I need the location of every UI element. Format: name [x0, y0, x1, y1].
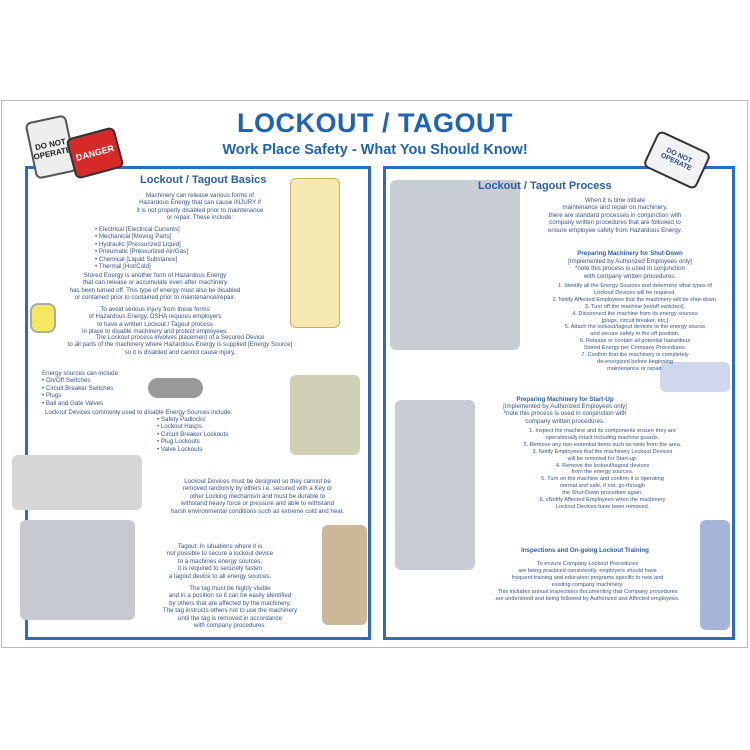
- training-text: To ensure Company Lockout Procedures are…: [495, 561, 680, 602]
- training-heading: Inspections and On-going Lockout Trainin…: [521, 547, 649, 554]
- stored-energy-text: Stored Energy is another form of Hazardo…: [69, 272, 241, 302]
- lockout-process-text: The Lockout process involves placement o…: [67, 334, 293, 356]
- basics-heading: Lockout / Tagout Basics: [140, 174, 267, 186]
- page-title: LOCKOUT / TAGOUT: [237, 108, 513, 138]
- trainer-clipboard-illustration: [700, 520, 730, 630]
- osha-text: To avoid serious injury from these forms…: [82, 306, 228, 336]
- startup-steps: 1. Inspect the machine and its component…: [523, 428, 682, 510]
- shutdown-note: [Implemented by Authorized Employees onl…: [568, 258, 692, 280]
- startup-heading: Preparing Machinery for Start-Up: [516, 396, 614, 403]
- valve-illustration: [148, 378, 203, 398]
- process-heading: Lockout / Tagout Process: [478, 180, 612, 192]
- devices-list: • Safety Padlocks • Lockout Hasps • Circ…: [157, 416, 229, 453]
- tagout-text: Tagout: In situations where it is not po…: [166, 543, 274, 580]
- switches-padlocks-illustration: [12, 455, 142, 510]
- supervisor-pointing-illustration: [660, 362, 730, 392]
- machine-workers-illustration: [390, 180, 520, 350]
- energy-types-list: • Electrical [Electrical Currents] • Mec…: [95, 226, 188, 271]
- device-design-text: Lockout Devices must be designed so they…: [170, 478, 345, 515]
- devices-intro: Lockout Devices commonly used to disable…: [45, 409, 233, 416]
- machine-worker-illustration: [20, 520, 135, 620]
- worker-illustration: [290, 178, 340, 328]
- energy-sources-list: Energy sources can include: • On/Off Swi…: [42, 370, 120, 407]
- startup-machine-workers-illustration: [395, 400, 475, 570]
- steam-engine-illustration: [322, 525, 367, 625]
- basics-intro: Machinery can release various forms of H…: [136, 192, 264, 222]
- lockout-hasp-worker-illustration: [290, 375, 360, 455]
- startup-note: [Implemented by Authorized Employees onl…: [503, 403, 627, 425]
- shutdown-steps: 1. Identify all the Energy Sources and d…: [552, 283, 718, 372]
- energy-jar-illustration: [30, 303, 56, 333]
- tag-text-paragraph: The tag must be highly visible and in a …: [162, 585, 298, 630]
- shutdown-heading: Preparing Machinery for Shut-Down: [577, 250, 683, 257]
- process-intro: When it is time initiate maintenance and…: [547, 197, 682, 234]
- page-subtitle: Work Place Safety - What You Should Know…: [222, 142, 528, 158]
